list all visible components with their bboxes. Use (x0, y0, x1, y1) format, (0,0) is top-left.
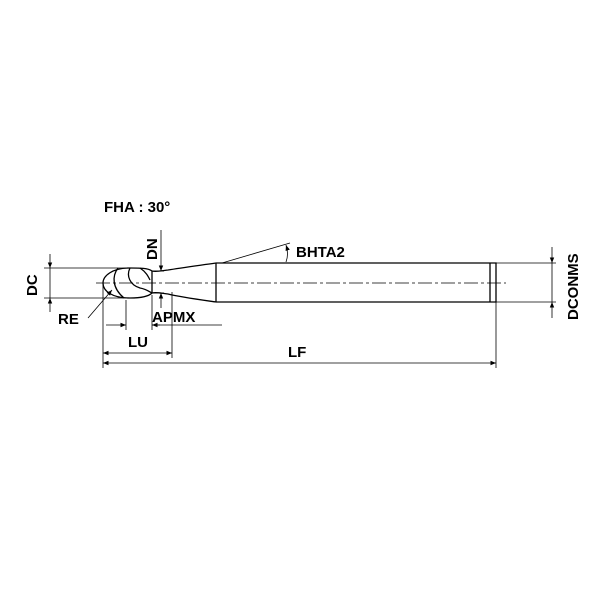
dn-label: DN (144, 238, 161, 260)
fha-label: FHA : 30° (104, 199, 170, 216)
lf-label: LF (288, 344, 306, 361)
dimension-lines (47, 230, 555, 366)
bhta2-label: BHTA2 (296, 244, 345, 261)
ball-flute-1 (113, 267, 125, 299)
shank-outline (216, 262, 497, 303)
neck-taper-bottom (151, 291, 217, 303)
re-leader (87, 289, 113, 319)
neck-taper-top (151, 262, 217, 273)
ball-flute-3 (139, 267, 151, 281)
ball-flute-2 (127, 267, 153, 294)
re-label: RE (58, 311, 79, 328)
lu-label: LU (128, 334, 148, 351)
bhta2-ref-line (221, 242, 291, 264)
dconms-label: DCONMS (565, 253, 582, 320)
dc-label: DC (24, 274, 41, 296)
apmx-label: APMX (152, 309, 195, 326)
bhta2-arc (285, 244, 290, 263)
tool-body (102, 262, 497, 303)
